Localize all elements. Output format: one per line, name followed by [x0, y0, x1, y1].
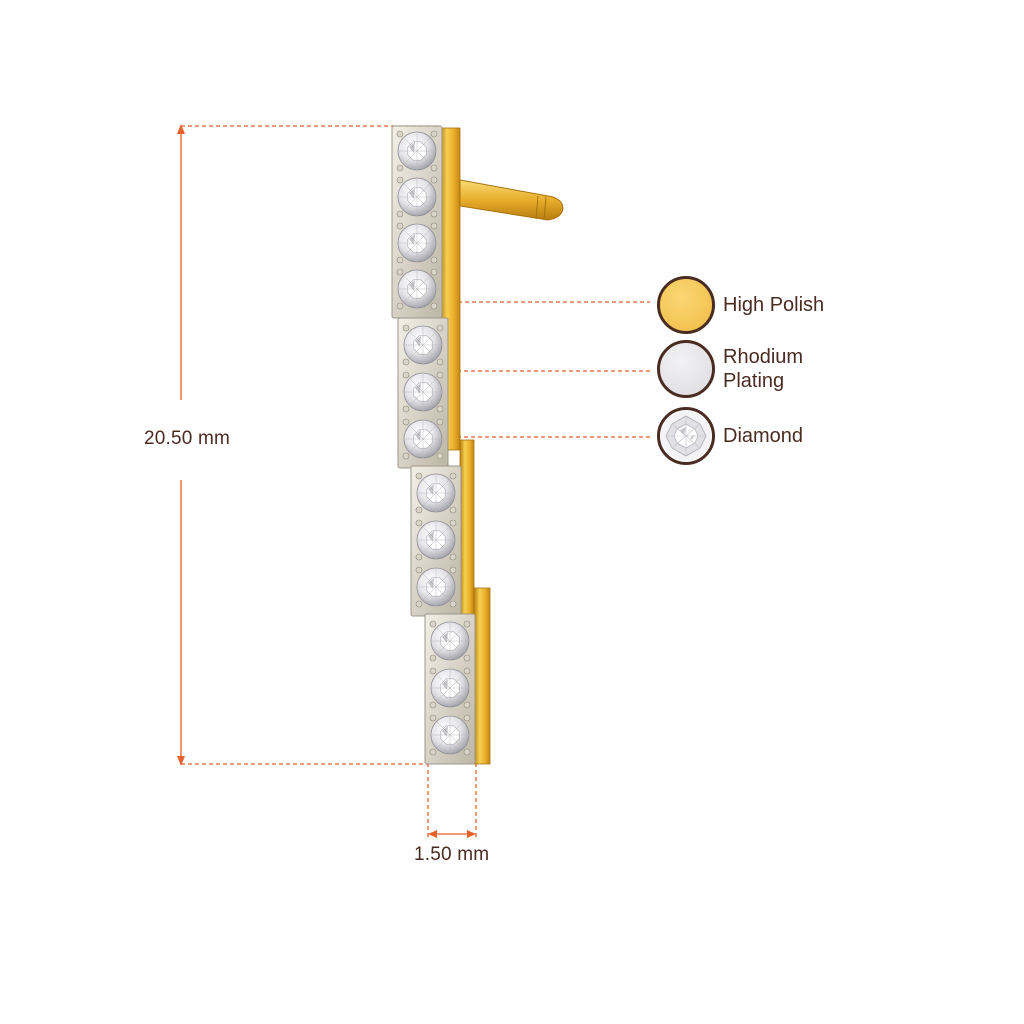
diamond-stone	[429, 620, 471, 662]
legend-label-line: High Polish	[723, 294, 825, 316]
earring-post	[459, 179, 564, 221]
diamond-stone	[429, 714, 471, 756]
height-dimension-label: 20.50 mm	[140, 426, 235, 452]
diamond-stone	[402, 418, 444, 460]
diamond-stone	[396, 222, 438, 264]
width-dimension-label: 1.50 mm	[410, 842, 494, 868]
diamond-stone	[396, 268, 438, 310]
legend-label-diamond: Diamond	[723, 424, 803, 448]
gold-bar-3	[473, 587, 491, 765]
rhodium-swatch-icon	[657, 340, 715, 398]
diamond-stone	[415, 472, 457, 514]
gold-swatch-icon	[657, 276, 715, 334]
diamond-stone	[396, 130, 438, 172]
height-arrow-down-icon	[177, 756, 185, 766]
diamond-stones	[396, 130, 471, 756]
width-dimension	[427, 756, 477, 840]
gold-bar-2	[459, 439, 475, 623]
diamond-stone	[396, 176, 438, 218]
height-dimension	[177, 124, 440, 766]
diamond-facet-icon	[661, 411, 711, 461]
legend-label-rhodium: Rhodium Plating	[723, 345, 803, 393]
diamond-stone	[402, 324, 444, 366]
legend-item-diamond: Diamond	[657, 407, 803, 465]
legend-leaders	[426, 296, 650, 442]
legend-item-high-polish: High Polish	[657, 276, 824, 334]
diamond-stone	[415, 519, 457, 561]
legend-label-line: Plating	[723, 370, 785, 392]
legend-item-rhodium: Rhodium Plating	[657, 340, 803, 398]
width-arrow-left-icon	[428, 830, 437, 838]
width-arrow-right-icon	[467, 830, 476, 838]
legend-label-line: Rhodium	[723, 346, 804, 368]
diamond-swatch-icon	[657, 407, 715, 465]
diamond-stone	[429, 667, 471, 709]
legend-label-high-polish: High Polish	[723, 293, 824, 317]
diamond-stone	[402, 371, 444, 413]
diamond-stone	[415, 566, 457, 608]
legend-label-line: Diamond	[723, 425, 804, 447]
height-arrow-up-icon	[177, 124, 185, 134]
